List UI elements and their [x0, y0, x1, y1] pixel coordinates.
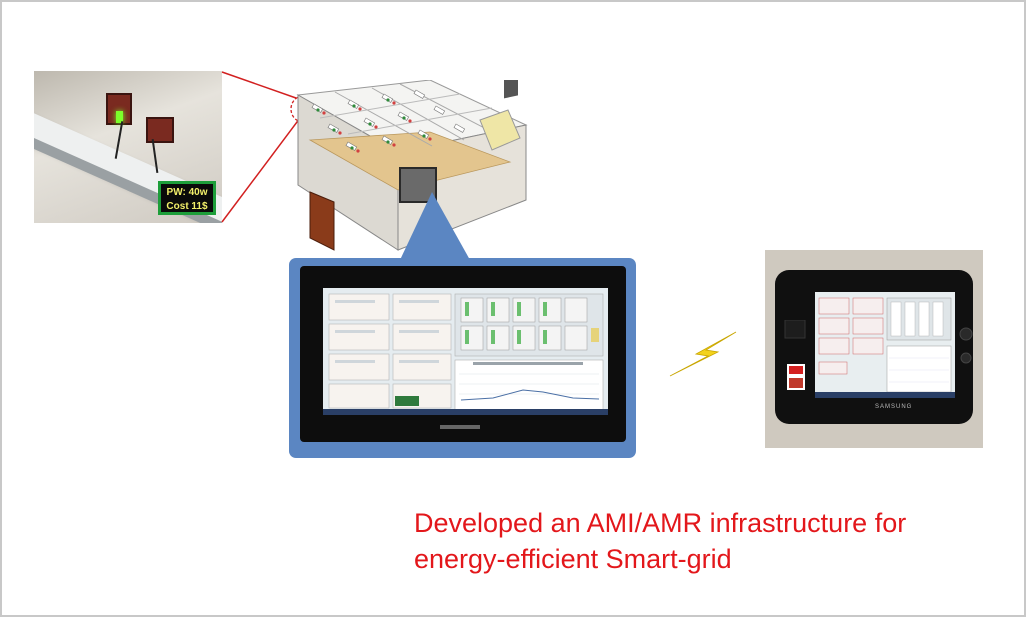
- tablet-dashboard-graphic: [815, 292, 955, 398]
- power-cost-display: PW: 40w Cost 11$: [158, 181, 216, 215]
- dashboard-graphic: [323, 288, 608, 415]
- monitor-brand-plate: [440, 425, 480, 429]
- cost-reading: Cost 11$: [166, 201, 208, 212]
- status-led: [116, 111, 123, 123]
- sensor-photo: PW: 40w Cost 11$: [34, 71, 222, 223]
- power-reading: PW: 40w: [166, 187, 208, 198]
- tablet-right-controls: [959, 327, 973, 364]
- lightning-bolt-icon: [669, 331, 737, 377]
- connector-line: [221, 71, 297, 99]
- caption-line-2: energy-efficient Smart-grid: [414, 544, 732, 574]
- monitoring-dashboard-screen: [323, 288, 608, 415]
- caption-line-1: Developed an AMI/AMR infrastructure for: [414, 508, 907, 538]
- slide-caption: Developed an AMI/AMR infrastructure for …: [414, 505, 1014, 577]
- handheld-tablet: SAMSUNG: [775, 270, 973, 424]
- connector-line: [221, 117, 301, 223]
- tablet-photo: SAMSUNG: [765, 250, 983, 448]
- tablet-left-controls: [784, 320, 806, 390]
- sensor-board: [146, 117, 174, 143]
- building-floorplan-illustration: [296, 80, 528, 251]
- tablet-brand-label: SAMSUNG: [875, 404, 913, 410]
- tablet-dashboard-screen: [815, 292, 955, 398]
